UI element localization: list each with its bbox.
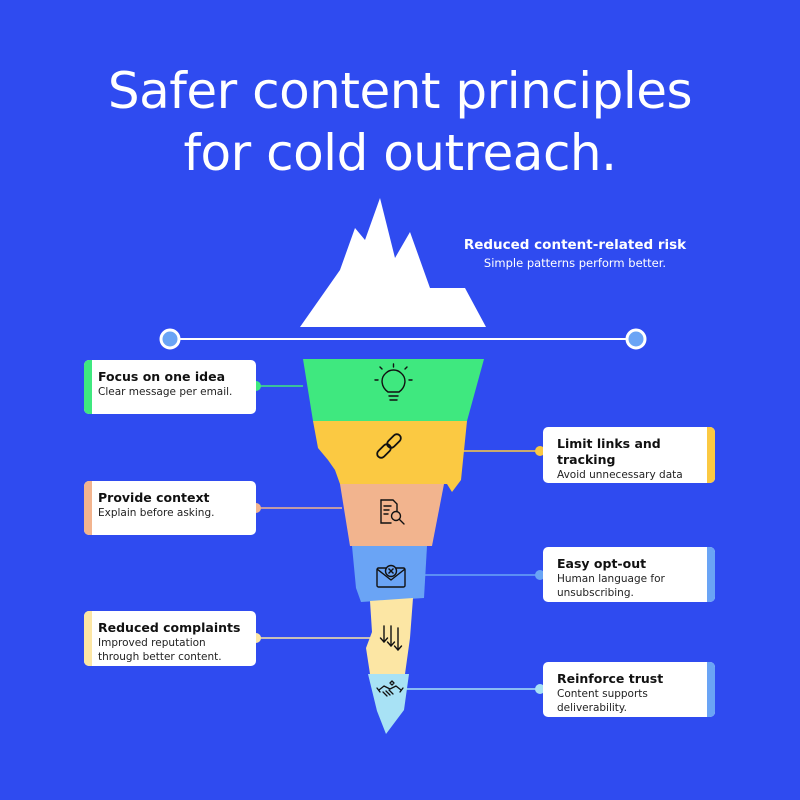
page-title: Safer content principles for cold outrea…	[0, 60, 800, 184]
card-accent-bar	[84, 611, 92, 666]
card-subtext: Avoid unnecessary data collection.	[557, 469, 683, 481]
funnel-layer-5	[366, 598, 413, 674]
card-accent-bar	[707, 427, 715, 483]
card-reduced-complaints: Reduced complaints Improved reputation t…	[84, 611, 256, 666]
link-icon	[376, 433, 402, 459]
card-accent-bar	[707, 662, 715, 717]
card-heading: Reduced complaints	[98, 620, 241, 635]
card-easy-opt-out: Easy opt-out Human language for unsubscr…	[543, 547, 715, 602]
card-heading: Provide context	[98, 490, 210, 505]
connector-1	[251, 381, 303, 391]
card-provide-context: Provide context Explain before asking.	[84, 481, 256, 535]
envelope-x-icon	[376, 564, 406, 588]
card-accent-bar	[84, 360, 92, 414]
connector-6	[406, 684, 545, 694]
funnel-layer-2	[313, 421, 467, 492]
card-subtext: Explain before asking.	[98, 507, 215, 519]
card-heading: Focus on one idea	[98, 369, 226, 384]
tip-caption: Reduced content-related risk Simple patt…	[430, 236, 720, 272]
handshake-icon	[376, 680, 404, 697]
card-accent-bar	[84, 481, 92, 535]
arrows-down-icon	[379, 625, 403, 651]
card-accent-bar	[707, 547, 715, 602]
connector-4	[425, 570, 545, 580]
funnel-layer-1	[303, 359, 484, 421]
card-subtext: Improved reputation through better conte…	[98, 637, 222, 663]
funnel-layer-6	[368, 674, 409, 734]
card-limit-links-and-tracking: Limit links and tracking Avoid unnecessa…	[543, 427, 715, 483]
title-line-2: for cold outreach.	[183, 124, 617, 182]
iceberg-tip	[300, 198, 486, 327]
card-heading: Limit links and tracking	[557, 436, 661, 467]
connector-3	[251, 503, 342, 513]
card-subtext: Human language for unsubscribing.	[557, 573, 665, 599]
card-heading: Easy opt-out	[557, 556, 647, 571]
title-line-1: Safer content principles	[107, 62, 693, 120]
card-focus-on-one-idea: Focus on one idea Clear message per emai…	[84, 360, 256, 414]
card-subtext: Content supports deliverability.	[557, 688, 648, 714]
tip-subtext: Simple patterns perform better.	[483, 256, 667, 270]
tip-heading: Reduced content-related risk	[463, 237, 687, 253]
connector-2	[459, 446, 545, 456]
water-line-left-endpoint	[159, 328, 181, 350]
water-line-right-endpoint	[625, 328, 647, 350]
connector-5	[251, 633, 370, 643]
card-reinforce-trust: Reinforce trust Content supports deliver…	[543, 662, 715, 717]
lightbulb-icon	[374, 363, 413, 401]
card-heading: Reinforce trust	[557, 671, 664, 686]
document-search-icon	[380, 499, 405, 525]
card-subtext: Clear message per email.	[98, 386, 233, 398]
